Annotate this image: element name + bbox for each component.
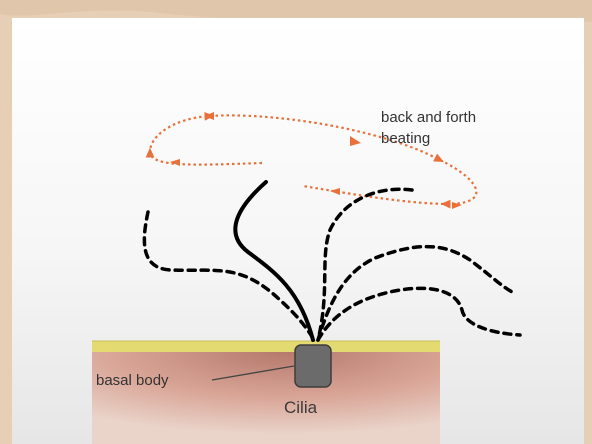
cell-membrane [92,341,440,352]
cilia-label: Cilia [284,398,317,418]
basal-body [295,345,331,387]
basal-body-label: basal body [96,372,169,389]
beating-label-line2: beating [381,130,430,147]
tissue-region [92,352,440,444]
beating-label-line1: back and forth [381,109,476,126]
